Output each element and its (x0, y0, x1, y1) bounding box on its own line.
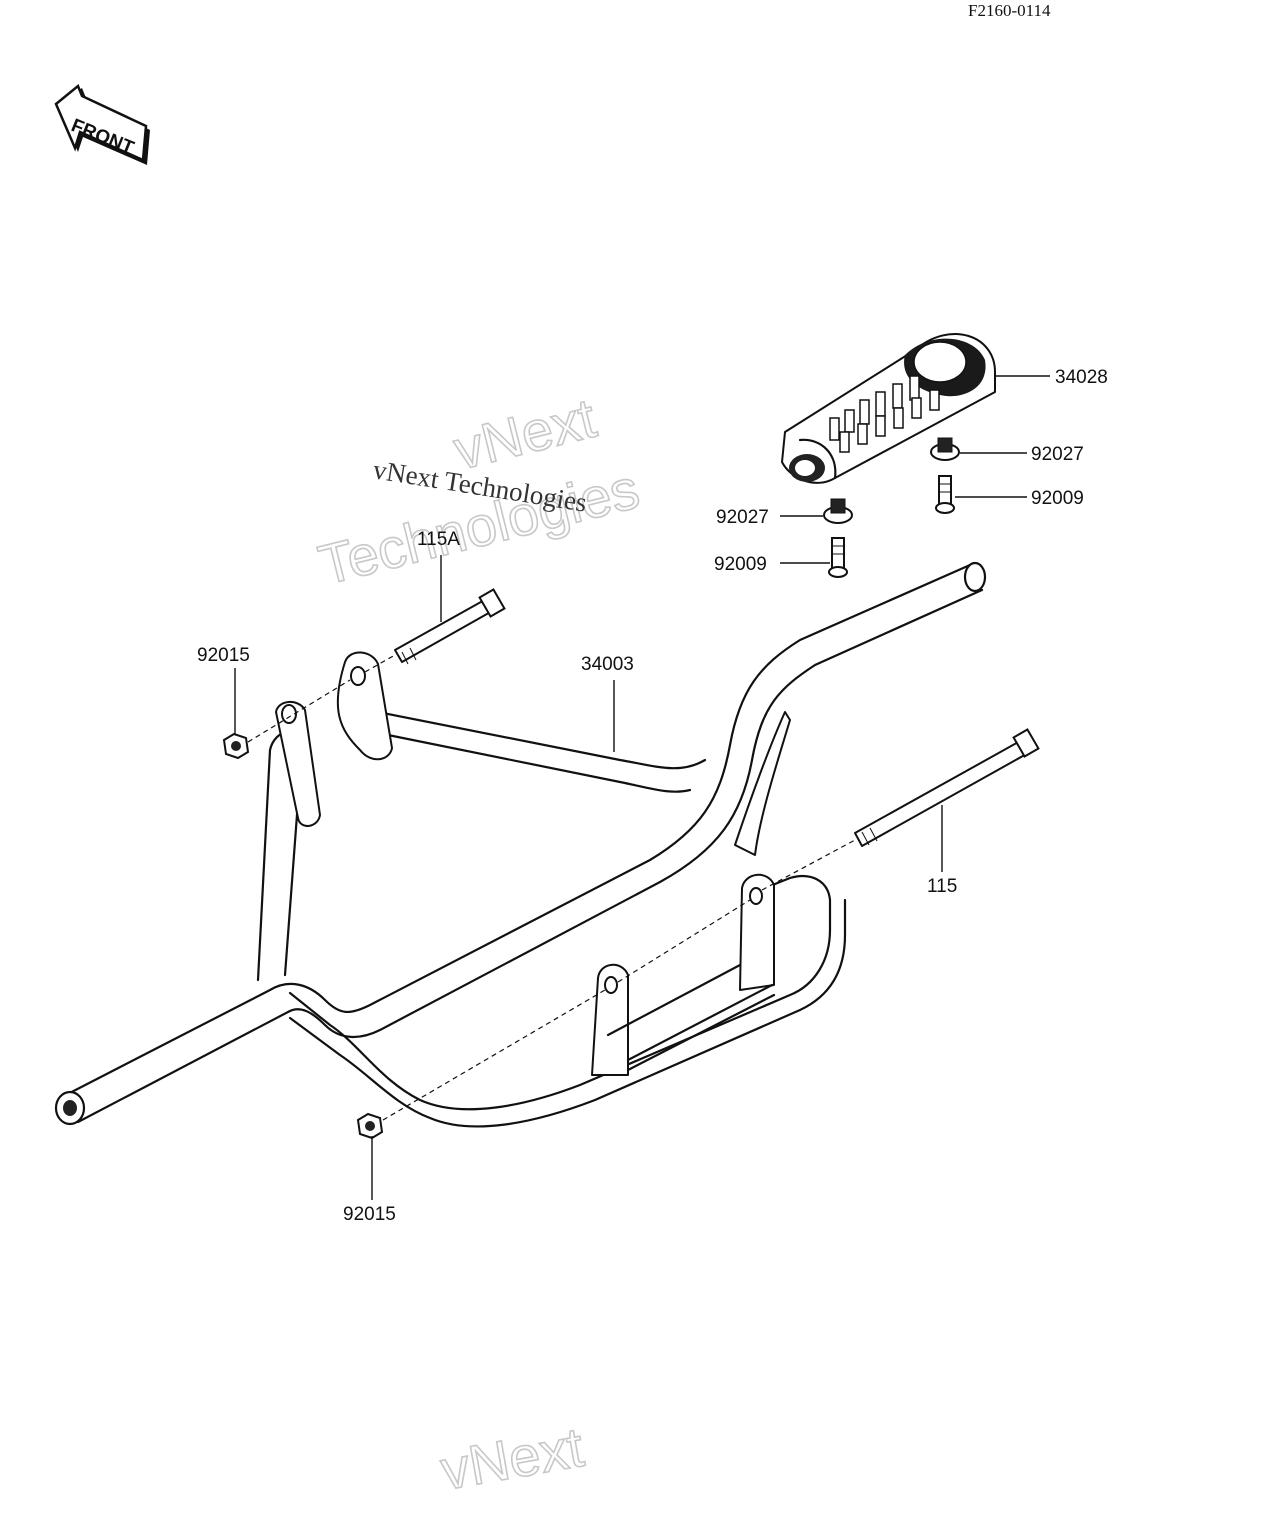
callout-92027-left: 92027 (716, 507, 769, 528)
callout-92027-right: 92027 (1031, 444, 1084, 465)
watermark-outline-line1: vNext (448, 386, 603, 482)
leader-lines (234, 375, 1050, 1200)
bolt-92009-upper (935, 475, 955, 514)
washer-92027-lower (823, 498, 853, 524)
footpeg-bar-frame-illustration (54, 561, 987, 1128)
callout-92015-upper: 92015 (197, 645, 250, 666)
front-arrow-icon: FRONT (54, 83, 150, 165)
nut-92015-upper (222, 732, 250, 760)
callout-92009-left: 92009 (714, 554, 767, 575)
callout-34003: 34003 (581, 654, 634, 675)
washer-92027-upper (930, 437, 960, 461)
assembly-guide-lines (247, 654, 856, 1121)
bolt-115A (394, 588, 506, 665)
footpeg-rubber-illustration (781, 333, 996, 484)
callout-92009-right: 92009 (1031, 488, 1084, 509)
bolt-115 (854, 728, 1040, 847)
callout-115A: 115A (417, 529, 460, 550)
watermark: vNext Technologies vNext Technologies vN… (312, 385, 646, 1503)
nut-92015-lower (356, 1112, 384, 1140)
watermark-bottom: vNext (436, 1415, 588, 1502)
callout-34028: 34028 (1055, 367, 1108, 388)
callout-92015-lower: 92015 (343, 1204, 396, 1225)
bolt-92009-lower (828, 537, 848, 578)
callout-115: 115 (927, 876, 957, 897)
figure-code: F2160-0114 (968, 1, 1051, 20)
